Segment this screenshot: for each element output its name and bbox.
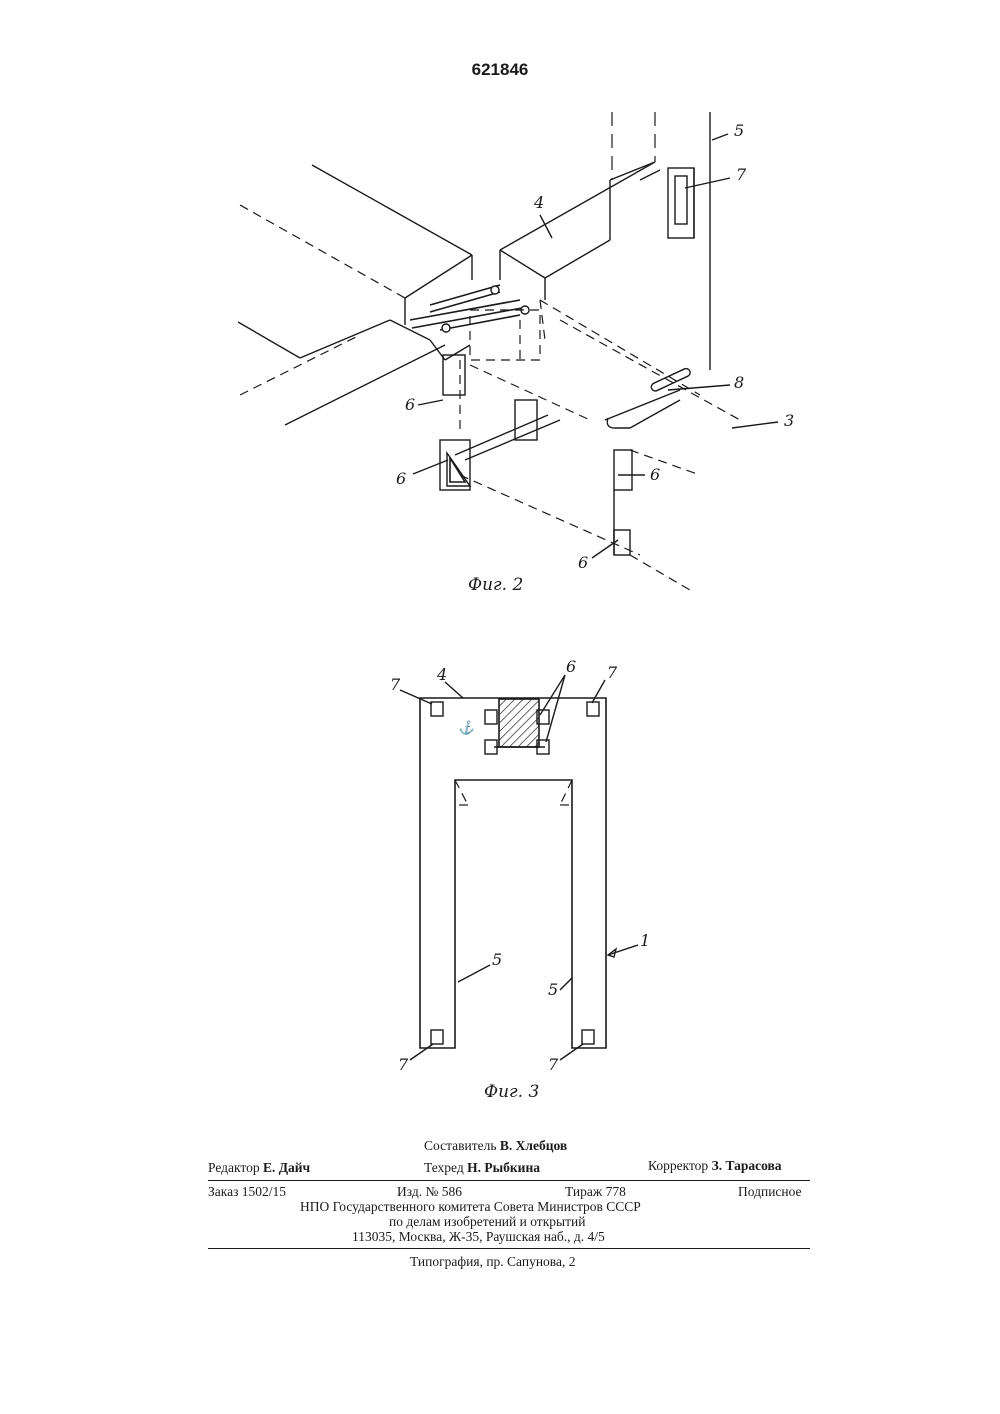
compiler-line: Составитель В. Хлебцов <box>424 1138 567 1154</box>
fig3-label-7: 7 <box>548 1055 559 1074</box>
fig2-brackets <box>440 355 680 555</box>
corrector-name: З. Тарасова <box>712 1158 782 1173</box>
fig2-joint-rods <box>410 285 545 360</box>
fig3-label-6: 6 <box>566 657 576 676</box>
editor-label: Редактор <box>208 1160 260 1175</box>
compiler-name: В. Хлебцов <box>500 1138 567 1153</box>
fig2-label-6: 6 <box>578 553 588 572</box>
fig2-label-7: 7 <box>736 165 747 184</box>
org-line-1: НПО Государственного комитета Совета Мин… <box>300 1199 641 1215</box>
fig3-label-7: 7 <box>398 1055 409 1074</box>
fig2-right-beam <box>500 162 694 300</box>
edition-number: Изд. № 586 <box>397 1184 462 1200</box>
fig3-label-1: 1 <box>640 931 650 950</box>
fig3-caption: Фиг. 3 <box>484 1082 539 1102</box>
fig3-anchor-mark: ⚓ <box>458 720 476 736</box>
corrector-label: Корректор <box>648 1158 708 1173</box>
fig3-label-5: 5 <box>492 950 502 969</box>
org-line-2: по делам изобретений и открытий <box>389 1214 585 1230</box>
fig3-label-7: 7 <box>607 663 618 682</box>
subscription: Подписное <box>738 1184 802 1200</box>
order-number: Заказ 1502/15 <box>208 1184 286 1200</box>
fig2-label-5: 5 <box>734 121 744 140</box>
fig3-label-7: 7 <box>390 675 401 694</box>
corrector-line: Корректор З. Тарасова <box>648 1158 782 1174</box>
fig3-label-4: 4 <box>436 665 447 684</box>
fig2-label-8: 8 <box>734 373 744 392</box>
techred-name: Н. Рыбкина <box>467 1160 540 1175</box>
compiler-label: Составитель <box>424 1138 497 1153</box>
fig2-caption: Фиг. 2 <box>468 575 523 595</box>
fig3-label-5: 5 <box>548 980 558 999</box>
editor-name: Е. Дайч <box>263 1160 310 1175</box>
imprint-rule-top <box>208 1180 810 1181</box>
editor-line: Редактор Е. Дайч <box>208 1160 310 1176</box>
fig2-label-6: 6 <box>650 465 660 484</box>
fig3-frame <box>420 698 606 1048</box>
imprint-rule-bottom <box>208 1248 810 1249</box>
fig2-label-3: 3 <box>784 411 794 430</box>
fig2-label-4: 4 <box>533 193 544 212</box>
fig2-left-beam <box>238 165 472 425</box>
fig2-label-6: 6 <box>396 469 406 488</box>
printer: Типография, пр. Сапунова, 2 <box>410 1254 576 1270</box>
circulation: Тираж 778 <box>565 1184 626 1200</box>
techred-line: Техред Н. Рыбкина <box>424 1160 540 1176</box>
techred-label: Техред <box>424 1160 464 1175</box>
fig2-label-6: 6 <box>405 395 415 414</box>
address: 113035, Москва, Ж-35, Раушская наб., д. … <box>352 1229 605 1245</box>
fig3-beam-section <box>485 699 549 754</box>
